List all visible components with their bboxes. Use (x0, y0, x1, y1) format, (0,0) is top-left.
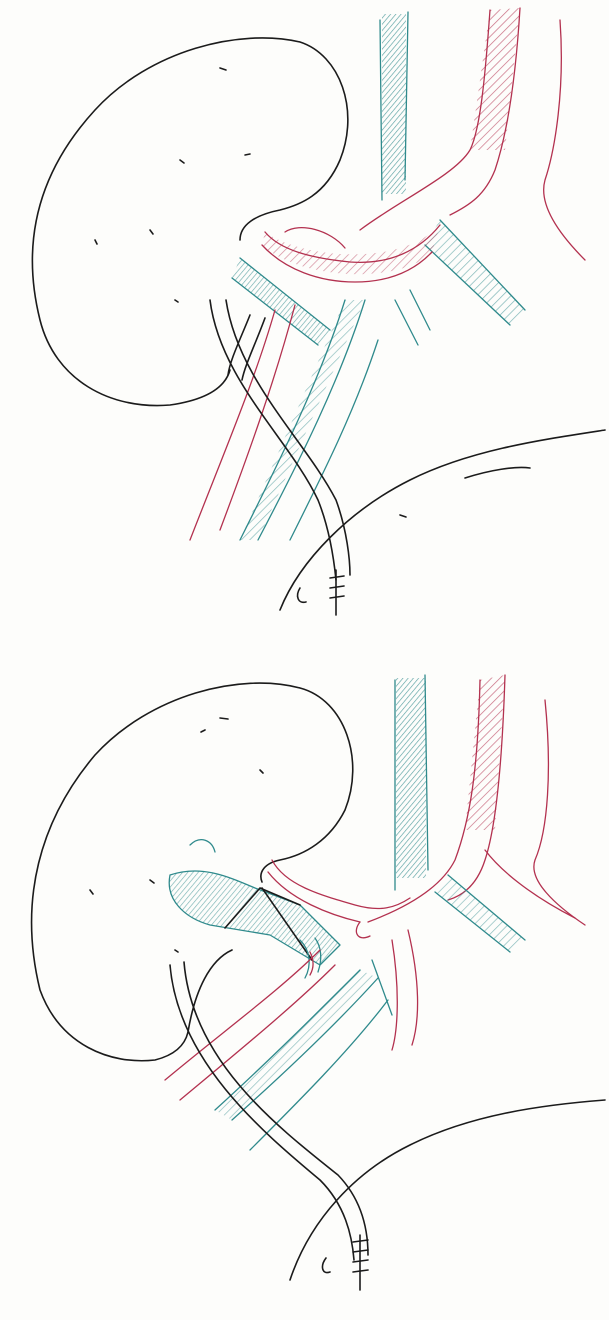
aorta-wall-left (360, 10, 490, 230)
renal-artery-loop (285, 228, 345, 248)
vein-stump-upper (190, 840, 215, 852)
ureter-pelvis-curve (188, 950, 232, 1032)
suture-marks (330, 570, 344, 615)
small-hook-mark (298, 588, 306, 602)
suture-marks (353, 1235, 368, 1290)
right-vessel-outline (544, 20, 585, 260)
renal-vein-branch-hatching (435, 875, 525, 952)
vena-cava-left (380, 20, 382, 200)
bladder-outline (280, 430, 605, 610)
illustration-panel-bottom (0, 660, 609, 1300)
renal-artery-hook (356, 922, 370, 938)
renal-vein-main-hatching (232, 258, 330, 345)
descending-line-thin (290, 340, 378, 540)
vein-small-branch-3 (408, 930, 418, 1045)
aorta-hatching (465, 675, 505, 830)
panel-bottom-drawing (0, 660, 609, 1300)
kidney-surface-marks (95, 68, 250, 302)
kidney-outline (32, 38, 347, 406)
right-vessel-outline (534, 700, 585, 925)
vena-cava-hatching (382, 14, 406, 194)
small-hook-mark (323, 1258, 330, 1273)
panel-top-drawing (0, 0, 609, 640)
vein-small-branch-2 (392, 940, 397, 1050)
aorta-hatching (470, 8, 520, 150)
vein-small-branch-2 (410, 290, 430, 330)
renal-vein-branch-hatching (425, 220, 525, 325)
renal-vein-dissected (169, 871, 340, 965)
illustration-panel-top (0, 0, 609, 640)
vena-cava-hatching (396, 678, 426, 878)
bladder-fold (465, 467, 530, 478)
bladder-outline (290, 1100, 605, 1280)
descending-vein-hatching (215, 970, 378, 1120)
bladder-mark (400, 515, 406, 517)
vein-small-branch (395, 300, 418, 345)
